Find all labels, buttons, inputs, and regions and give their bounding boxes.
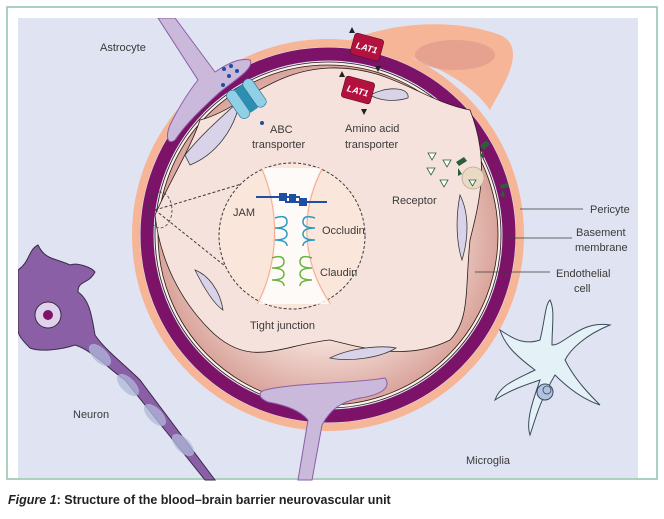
tight-junction-inset: [147, 162, 366, 310]
receptor-ligands: [426, 152, 477, 188]
endothelial-nucleus: [194, 269, 224, 311]
label-amino-1: Amino acid: [345, 123, 399, 135]
pericyte-nucleus: [415, 40, 495, 70]
label-basement-1: Basement: [576, 227, 626, 239]
label-tight-junction: Tight junction: [250, 320, 315, 332]
receptors: [456, 140, 509, 197]
claudin-protein: [271, 255, 313, 287]
abc-transporter: [226, 78, 267, 120]
microglia: [494, 299, 612, 437]
label-endothelial-2: cell: [574, 283, 591, 295]
leader-lines: [475, 208, 583, 273]
caption-label: Figure 1: [8, 493, 57, 507]
occludin-protein: [274, 215, 316, 247]
myelin-sheath: [88, 343, 195, 457]
neuron: [18, 244, 216, 481]
label-claudin: Claudin: [320, 267, 357, 279]
receptor-vesicle: [461, 166, 485, 190]
astrocyte-endfoot: [157, 18, 252, 143]
label-occludin: Occludin: [322, 225, 365, 237]
label-astrocyte: Astrocyte: [100, 42, 146, 54]
label-abc-1: ABC: [270, 124, 293, 136]
lat1-transporter-outer: LAT1: [350, 32, 384, 62]
figure-caption: Figure 1: Structure of the blood–brain b…: [8, 493, 391, 507]
label-neuron: Neuron: [73, 409, 109, 421]
endothelial-nucleus: [328, 346, 398, 360]
pericyte-ring: [132, 39, 524, 431]
label-jam: JAM: [233, 207, 255, 219]
jam-protein: [256, 193, 327, 206]
lat1-arrows: [339, 27, 381, 115]
astrocyte-endfoot-bottom: [259, 377, 388, 481]
label-microglia: Microglia: [466, 455, 511, 467]
label-amino-2: transporter: [345, 139, 399, 151]
endothelial-nucleus: [456, 193, 468, 262]
label-receptor: Receptor: [392, 195, 437, 207]
abc-substrate-dots: [221, 64, 264, 125]
caption-text: Structure of the blood–brain barrier neu…: [64, 493, 391, 507]
label-endothelial-1: Endothelial: [556, 268, 610, 280]
label-abc-2: transporter: [252, 139, 306, 151]
label-basement-2: membrane: [575, 242, 628, 254]
label-pericyte: Pericyte: [590, 204, 630, 216]
caption-sep: :: [56, 493, 65, 507]
lat1-transporter-inner: LAT1: [341, 75, 375, 105]
endothelial-nucleus: [369, 88, 409, 101]
